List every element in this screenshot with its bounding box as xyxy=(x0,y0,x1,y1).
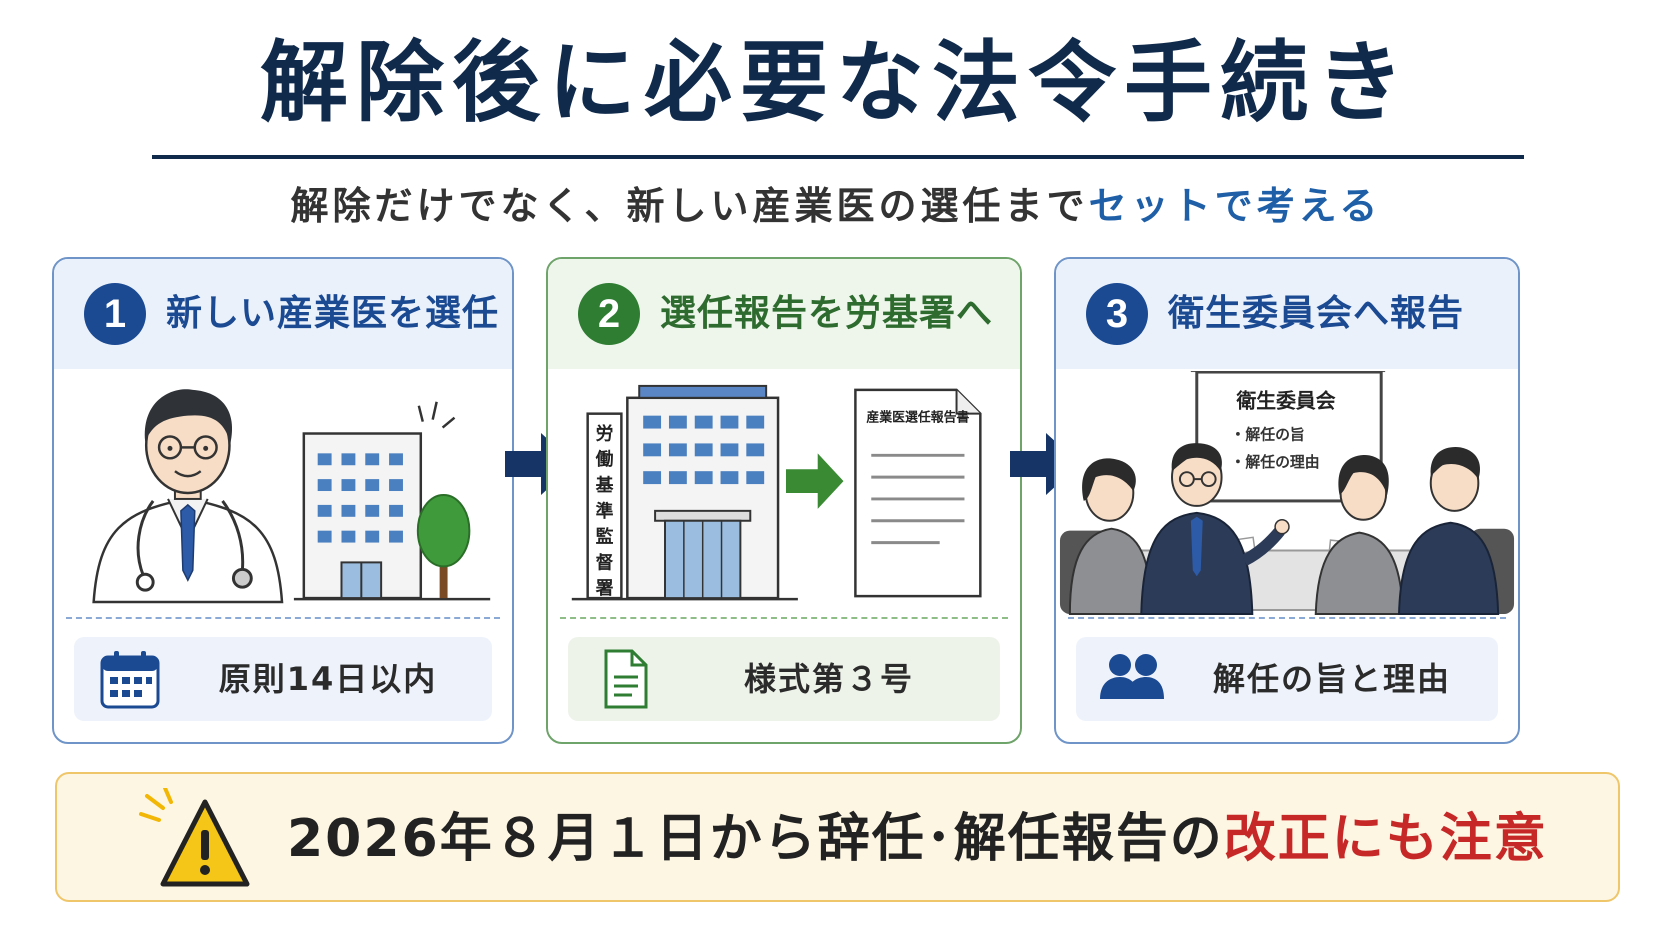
person-icon xyxy=(1398,447,1515,615)
step-note-text-1: 原則14日以内 xyxy=(218,660,438,698)
building-sign-char: 監 xyxy=(596,526,614,548)
document-title: 産業医選任報告書 xyxy=(866,410,969,426)
step-note-2: 様式第３号 xyxy=(568,637,1000,721)
person-icon xyxy=(1059,458,1153,615)
warning-banner: 2026年８月１日から辞任･解任報告の改正にも注意 xyxy=(55,772,1620,902)
step-number-3: 3 xyxy=(1086,283,1148,345)
warning-text-accent: 改正にも注意 xyxy=(1223,809,1548,869)
doctor-and-workplace-illustration xyxy=(92,389,491,604)
subtitle-accent: セットで考える xyxy=(1088,184,1382,228)
step-note-3: 解任の旨と理由 xyxy=(1076,637,1498,721)
step-card-2-header: 2 選任報告を労基署へ xyxy=(548,259,1020,369)
board-title: 衛生委員会 xyxy=(1235,390,1335,413)
report-document-icon: 産業医選任報告書 xyxy=(854,388,982,598)
warning-text: 2026年８月１日から辞任･解任報告の改正にも注意 xyxy=(287,774,1548,904)
step-title-1: 新しい産業医を選任 xyxy=(166,293,500,334)
doctor-icon xyxy=(92,389,284,604)
step-title-2: 選任報告を労基署へ xyxy=(660,293,994,334)
labor-office-illustration: 労働基準監督署 産業医選任報告書 xyxy=(571,384,982,601)
building-sign-char: 督 xyxy=(596,551,614,573)
person-icon xyxy=(1314,455,1405,615)
step-title-3: 衛生委員会へ報告 xyxy=(1168,293,1465,334)
tree-icon xyxy=(416,493,471,599)
step-card-3: 3 衛生委員会へ報告 衛生委員会 ・解任の旨 ・解任の理由 xyxy=(1054,257,1520,744)
step-note-text-3: 解任の旨と理由 xyxy=(1212,660,1451,698)
page-subtitle: 解除だけでなく、新しい産業医の選任までセットで考える xyxy=(0,178,1672,234)
step-number-2: 2 xyxy=(578,283,640,345)
building-sign-text: 労働基準監督署 xyxy=(595,422,614,599)
office-building-icon xyxy=(293,401,491,601)
committee-meeting-illustration: 衛生委員会 ・解任の旨 ・解任の理由 xyxy=(1059,371,1515,615)
building-sign-char: 署 xyxy=(595,578,614,599)
subtitle-main: 解除だけでなく、新しい産業医の選任まで xyxy=(290,184,1089,228)
step-note-text-2: 様式第３号 xyxy=(743,660,914,698)
step-card-3-divider xyxy=(1068,617,1506,619)
warning-text-main: 2026年８月１日から辞任･解任報告の xyxy=(287,809,1224,869)
calendar-icon xyxy=(100,651,160,709)
step-card-1-divider xyxy=(66,617,500,619)
people-icon xyxy=(1100,654,1164,699)
building-sign-char: 働 xyxy=(595,448,614,470)
board-item: ・解任の理由 xyxy=(1230,453,1319,471)
step-card-3-header: 3 衛生委員会へ報告 xyxy=(1056,259,1518,369)
building-sign-char: 基 xyxy=(596,474,614,496)
board-item: ・解任の旨 xyxy=(1230,425,1304,443)
step-card-2: 2 選任報告を労基署へ 労働基準監督署 産業医選任報告書 xyxy=(546,257,1022,744)
arrow-right-icon xyxy=(785,453,844,509)
title-underline xyxy=(152,155,1524,159)
whiteboard-icon: 衛生委員会 ・解任の旨 ・解任の理由 xyxy=(1190,371,1386,503)
person-icon xyxy=(1140,443,1290,615)
step-card-1: 1 新しい産業医を選任 xyxy=(52,257,514,744)
step-card-1-header: 1 新しい産業医を選任 xyxy=(54,259,512,369)
building-sign-char: 労 xyxy=(596,422,614,444)
labor-office-building-icon: 労働基準監督署 xyxy=(571,384,798,601)
page-title: 解除後に必要な法令手続き xyxy=(259,31,1412,134)
step-note-1: 原則14日以内 xyxy=(74,637,492,721)
step-number-1: 1 xyxy=(84,283,146,345)
step-card-2-divider xyxy=(560,617,1008,619)
building-sign-char: 準 xyxy=(596,500,614,522)
warning-icon xyxy=(139,788,250,887)
document-icon xyxy=(604,649,648,709)
